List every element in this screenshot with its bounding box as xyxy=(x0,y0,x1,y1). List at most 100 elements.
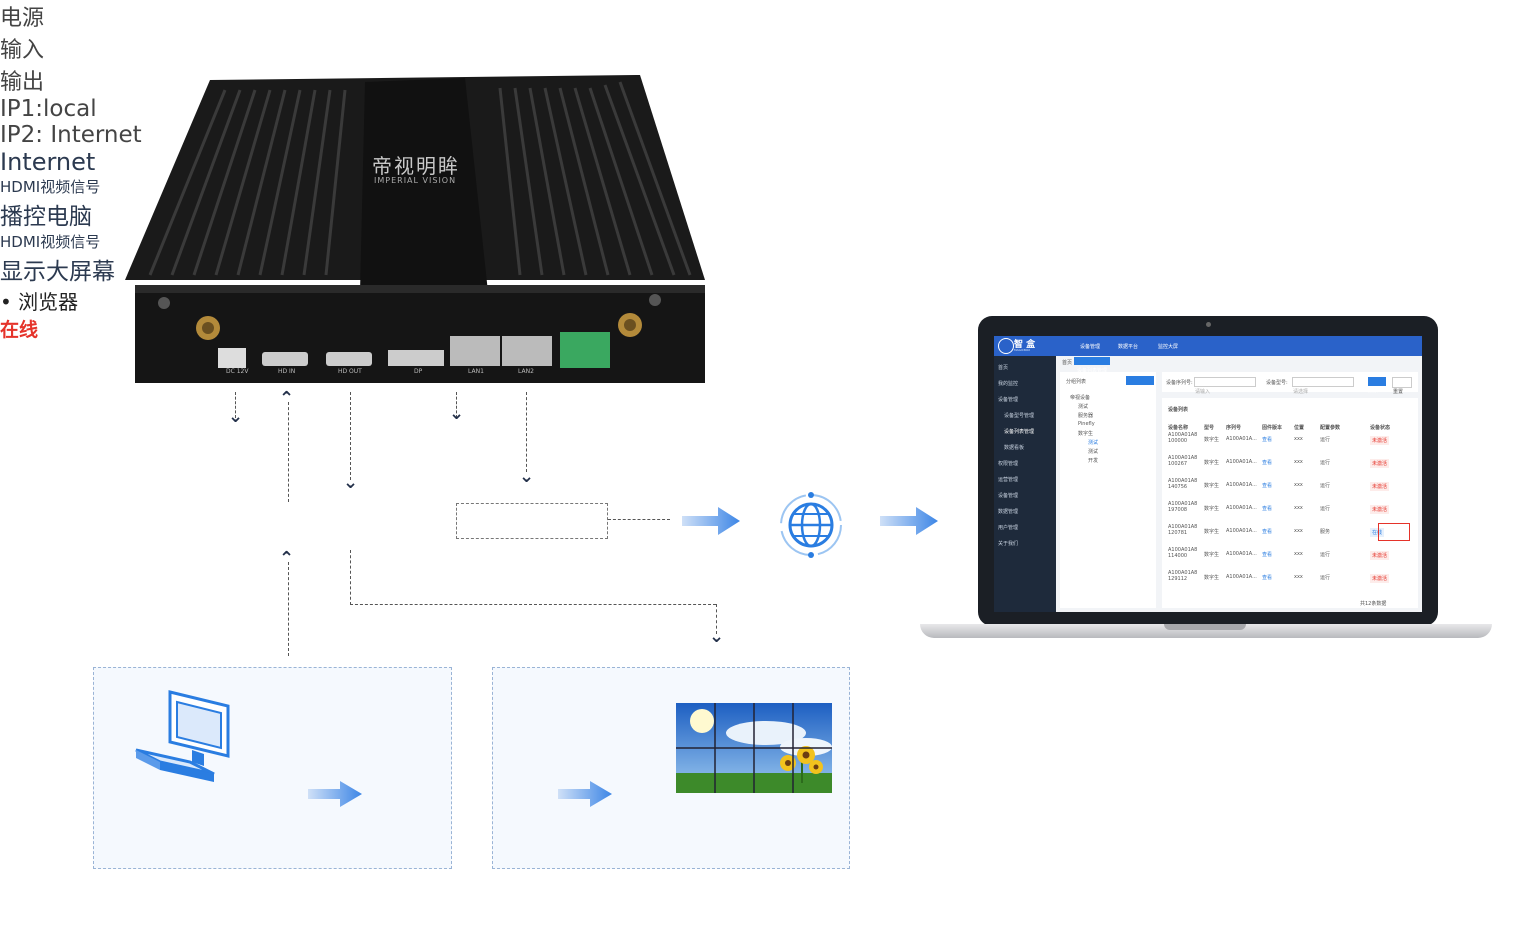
top-tab[interactable]: 数据平台 xyxy=(1118,343,1138,350)
up-chevron-icon: ⌃ xyxy=(279,550,294,568)
online-highlight-box xyxy=(1378,523,1410,541)
table-cell: 服务 xyxy=(1320,528,1330,535)
tree-item[interactable]: 测试 xyxy=(1088,448,1098,455)
tree-item[interactable]: 测试 xyxy=(1078,403,1088,410)
port-label: DP xyxy=(414,368,422,375)
add-group-button[interactable]: 新增分组 xyxy=(1126,376,1154,385)
sidebar-item[interactable]: 数据看板 xyxy=(1004,444,1024,451)
table-cell: xxx xyxy=(1294,505,1303,511)
table-column-header: 位置 xyxy=(1294,424,1304,431)
camera-icon xyxy=(1206,322,1211,327)
serial-input[interactable]: 请输入 xyxy=(1194,377,1256,387)
table-cell: 数字生 xyxy=(1204,459,1219,466)
table-title: 设备列表 xyxy=(1168,406,1188,413)
port-label: LAN2 xyxy=(518,368,534,375)
tree-item[interactable]: 数字生 xyxy=(1078,430,1093,437)
app-logo xyxy=(998,338,1014,354)
sidebar-item[interactable]: 设备管理 xyxy=(998,492,1018,499)
tree-item[interactable]: 帝视设备 xyxy=(1070,394,1090,401)
breadcrumb-active[interactable]: 设备列表管理 xyxy=(1074,357,1110,365)
browser-label-text: 浏览器 xyxy=(18,290,78,314)
model-select[interactable]: 请选择 xyxy=(1292,377,1354,387)
browser-app: 智 盒 MAGICBOX 设备管理 数据平台 监控大屏 首页 我的监控 设备管理… xyxy=(994,336,1422,612)
view-link[interactable]: 查看 xyxy=(1262,574,1272,581)
view-link[interactable]: 查看 xyxy=(1262,505,1272,512)
tree-item[interactable]: 开发 xyxy=(1088,457,1098,464)
view-link[interactable]: 查看 xyxy=(1262,528,1272,535)
down-chevron-icon: ⌄ xyxy=(343,474,358,492)
table-cell: A100A01A8 140756 xyxy=(1168,478,1198,490)
tree-title: 分组列表 xyxy=(1066,378,1086,385)
table-cell: A100A01A... xyxy=(1226,482,1257,488)
port-label: DC 12V xyxy=(226,368,248,375)
sidebar-item[interactable]: 运营管理 xyxy=(998,476,1018,483)
sidebar-item[interactable]: 设备管理 xyxy=(998,396,1018,403)
reset-label: 重置 xyxy=(1393,389,1403,395)
ip2-to-internet-line xyxy=(608,519,670,520)
top-tab[interactable]: 监控大屏 xyxy=(1158,343,1178,350)
status-badge: 未激活 xyxy=(1370,436,1389,445)
app-logo-sub: MAGICBOX xyxy=(1014,348,1030,352)
sidebar-item[interactable]: 关于我们 xyxy=(998,540,1018,547)
filter-label: 设备型号: xyxy=(1266,379,1288,386)
up-chevron-icon: ⌃ xyxy=(279,390,294,408)
view-link[interactable]: 查看 xyxy=(1262,436,1272,443)
sidebar-item[interactable]: 用户管理 xyxy=(998,524,1018,531)
filter-label: 设备序列号: xyxy=(1166,379,1193,386)
serial-placeholder: 请输入 xyxy=(1195,389,1210,395)
table-cell: A100A01A... xyxy=(1226,436,1257,442)
sidebar-item[interactable]: 设备列表管理 xyxy=(1004,428,1034,435)
sidebar-item[interactable]: 首页 xyxy=(998,364,1008,371)
table-cell: A100A01A8 114000 xyxy=(1168,547,1198,559)
table-cell: 运行 xyxy=(1320,574,1330,581)
app-header: 智 盒 MAGICBOX 设备管理 数据平台 监控大屏 xyxy=(994,336,1422,356)
table-cell: A100A01A8 100267 xyxy=(1168,455,1198,467)
status-badge: 未激活 xyxy=(1370,551,1389,560)
view-link[interactable]: 查看 xyxy=(1262,551,1272,558)
bullet-icon: • xyxy=(0,290,18,314)
pagination-text: 共12条数据 xyxy=(1360,600,1386,607)
table-cell: 运行 xyxy=(1320,551,1330,558)
table-cell: 运行 xyxy=(1320,436,1330,443)
sidebar-item[interactable]: 我的监控 xyxy=(998,380,1018,387)
port-label: LAN1 xyxy=(468,368,484,375)
add-group-label: 新增分组 xyxy=(1126,387,1146,393)
down-chevron-icon: ⌄ xyxy=(228,408,243,426)
table-column-header: 设备名称 xyxy=(1168,424,1188,431)
table-cell: A100A01A... xyxy=(1226,528,1257,534)
table-cell: A100A01A... xyxy=(1226,459,1257,465)
table-column-header: 型号 xyxy=(1204,424,1214,431)
output-line-horizontal xyxy=(350,604,716,605)
device-brand-cn: 帝视明眸 xyxy=(372,150,460,179)
globe-icon xyxy=(776,490,846,560)
arrow-right-icon xyxy=(682,507,742,535)
top-tab[interactable]: 设备管理 xyxy=(1080,343,1100,350)
view-link[interactable]: 查看 xyxy=(1262,459,1272,466)
table-cell: 运行 xyxy=(1320,482,1330,489)
table-cell: 数字生 xyxy=(1204,505,1219,512)
sidebar-item[interactable]: 权限管理 xyxy=(998,460,1018,467)
breadcrumb-item[interactable]: 首页 xyxy=(1062,359,1072,366)
table-cell: A100A01A8 197008 xyxy=(1168,501,1198,513)
table-column-header: 序列号 xyxy=(1226,424,1241,431)
tree-item[interactable]: 测试 xyxy=(1088,439,1098,446)
tree-item[interactable]: 服务器 xyxy=(1078,412,1093,419)
table-cell: xxx xyxy=(1294,459,1303,465)
sidebar-item[interactable]: 设备型号管理 xyxy=(1004,412,1034,419)
view-link[interactable]: 查看 xyxy=(1262,482,1272,489)
table-cell: xxx xyxy=(1294,436,1303,442)
table-cell: xxx xyxy=(1294,528,1303,534)
sidebar-item[interactable]: 数据管理 xyxy=(998,508,1018,515)
arrow-right-icon xyxy=(558,781,613,807)
tree-panel xyxy=(1060,372,1156,608)
status-badge: 未激活 xyxy=(1370,505,1389,514)
tree-item[interactable]: Pinefly xyxy=(1078,421,1095,427)
device-brand-en: IMPERIAL VISION xyxy=(374,176,456,185)
search-button[interactable]: 搜索 xyxy=(1368,377,1386,386)
laptop-notch xyxy=(1164,624,1246,630)
reset-button[interactable]: 重置 xyxy=(1392,377,1412,388)
table-cell: A100A01A8 129112 xyxy=(1168,570,1198,582)
arrow-right-icon xyxy=(880,507,940,535)
table-cell: A100A01A... xyxy=(1226,551,1257,557)
ip2-line xyxy=(526,392,527,472)
